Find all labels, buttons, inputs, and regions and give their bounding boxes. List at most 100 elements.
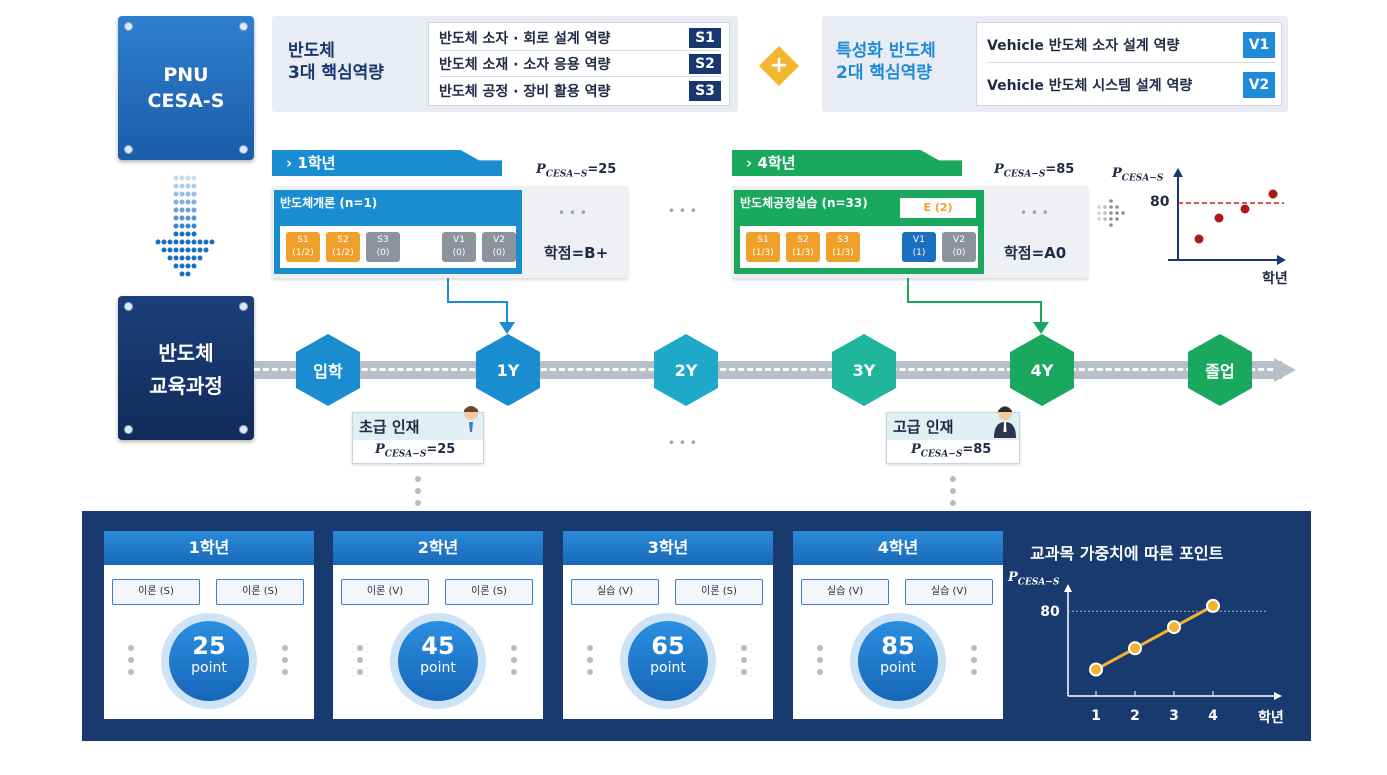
data-point [1089,662,1103,677]
core-title: 반도체 3대 핵심역량 [288,41,384,83]
timeline-4y: 4Y [1010,334,1074,406]
expert-avatar-icon [994,406,1016,438]
course-type-chip: 실습 (V) [571,579,659,605]
year1-more-dots: • • • [558,206,587,220]
x-tick-label: 4 [1208,708,1218,724]
point-circle: 65 point [628,621,708,701]
chip-v1: V1(1) [902,232,936,262]
chip-s3: S3(1/3) [826,232,860,262]
s2-tag: S2 [689,54,721,74]
s1-tag: S1 [689,28,721,48]
special-item: Vehicle 반도체 소자 설계 역량 V1 [987,27,1275,63]
timeline-1y: 1Y [476,334,540,406]
x-tick-label: 1 [1091,708,1101,724]
course-type-chip: 이론 (S) [216,579,304,605]
chip-s2: S2(1/3) [786,232,820,262]
core-competency-panel: 반도체 3대 핵심역량 반도체 소자 · 회로 설계 역량 S1 반도체 소재 … [272,16,738,112]
year-point-card: 4학년 실습 (V) 실습 (V) 85 point [793,531,1003,719]
mini-point [1240,204,1250,214]
advanced-card: 고급 인재 PCESA−S=85 [886,412,1020,464]
mini-point [1194,234,1204,244]
year-point-card: 2학년 이론 (V) 이론 (S) 45 point [333,531,543,719]
brand-line1: PNU [163,64,209,86]
point-circle: 45 point [398,621,478,701]
data-point [1167,620,1181,635]
curriculum-line1: 반도체 [158,341,214,365]
point-unit: point [420,660,456,676]
course-type-chip: 이론 (S) [112,579,200,605]
year4-course-title: 반도체공정실습 (n=33) [740,196,868,210]
year4-more-dots: • • • [1020,206,1049,220]
points-chart-ylabel: PCESA−S [1008,570,1060,588]
timeline-ellipsis: • • • [668,436,697,450]
v2-tag: V2 [1243,72,1275,98]
mini-chart-ylabel: PCESA−S [1112,166,1164,184]
mini-chart-ytick: 80 [1150,194,1170,210]
chip-v1: V1(0) [442,232,476,262]
v1-tag: V1 [1243,31,1275,58]
mini-point [1268,189,1278,199]
point-value: 25 [192,632,226,660]
curriculum-badge: 반도체 교육과정 [118,296,254,440]
point-unit: point [650,660,686,676]
year-card-head: 3학년 [563,531,773,565]
year1-course-box: 반도체개론 (n=1) S1(1/2) S2(1/2) S3(0) V1(0) … [274,190,522,274]
year-point-card: 1학년 이론 (S) 이론 (S) 25 point [104,531,314,719]
special-item: Vehicle 반도체 시스템 설계 역량 V2 [987,67,1275,103]
point-unit: point [880,660,916,676]
student-avatar-icon [460,406,482,438]
point-value: 65 [651,632,685,660]
year1-tab: › 1학년 [272,150,502,176]
chevron-right-icon: › [746,154,753,172]
year-card-head: 1학년 [104,531,314,565]
timeline-graduation: 졸업 [1188,334,1252,406]
y-tick-label: 80 [1040,604,1060,620]
points-line-chart: 80 1 2 3 4 [1040,584,1282,724]
right-arrow-icon [1097,199,1125,227]
course-type-chip: 이론 (V) [341,579,429,605]
year4-grade: 학점=A0 [1004,244,1067,262]
course-type-chip: 이론 (S) [445,579,533,605]
year4-tab: › 4학년 [732,150,962,176]
chevron-right-icon: › [286,154,293,172]
series-line [1095,604,1214,671]
core-item: 반도체 소재 · 소자 응용 역량 S2 [439,52,721,77]
down-arrow-icon [155,175,215,277]
point-unit: point [191,660,227,676]
timeline-arrow-icon [1274,358,1296,382]
course-type-chip: 이론 (S) [675,579,763,605]
year-card-head: 2학년 [333,531,543,565]
x-tick-label: 2 [1130,708,1140,724]
connector-lines [447,278,1049,334]
point-value: 45 [421,632,455,660]
pnu-cesa-badge: PNU CESA-S [118,16,254,160]
points-chart-title: 교과목 가중치에 따른 포인트 [1030,544,1224,563]
data-point [1128,641,1142,656]
year1-grade: 학점=B+ [544,244,609,262]
course-type-chip: 실습 (V) [801,579,889,605]
chip-s2: S2(1/2) [326,232,360,262]
timeline-2y: 2Y [654,334,718,406]
year1-card: › 1학년 PCESA−S=25 반도체개론 (n=1) S1(1/2) S2(… [272,150,628,278]
year-card-head: 4학년 [793,531,1003,565]
points-chart-xlabel: 학년 [1258,710,1284,726]
cards-ellipsis: • • • [668,204,697,218]
beginner-vdots [415,476,421,512]
chip-s1: S1(1/2) [286,232,320,262]
year4-extra-tag: E (2) [900,198,976,218]
course-type-chip: 실습 (V) [905,579,993,605]
special-competency-panel: 특성화 반도체 2대 핵심역량 Vehicle 반도체 소자 설계 역량 V1 … [822,16,1288,112]
brand-line2: CESA-S [147,90,225,112]
year4-p-value: PCESA−S=85 [994,162,1075,180]
special-title: 특성화 반도체 2대 핵심역량 [836,41,936,83]
mini-point [1214,213,1224,223]
chip-s3: S3(0) [366,232,400,262]
year1-p-value: PCESA−S=25 [536,162,617,180]
mini-scatter-chart [1168,168,1286,265]
beginner-p-value: PCESA−S=25 [375,442,456,460]
timeline-admission: 입학 [296,334,360,406]
chip-s1: S1(1/3) [746,232,780,262]
year1-course-title: 반도체개론 (n=1) [280,196,378,210]
x-tick-label: 3 [1169,708,1179,724]
chip-v2: V2(0) [942,232,976,262]
